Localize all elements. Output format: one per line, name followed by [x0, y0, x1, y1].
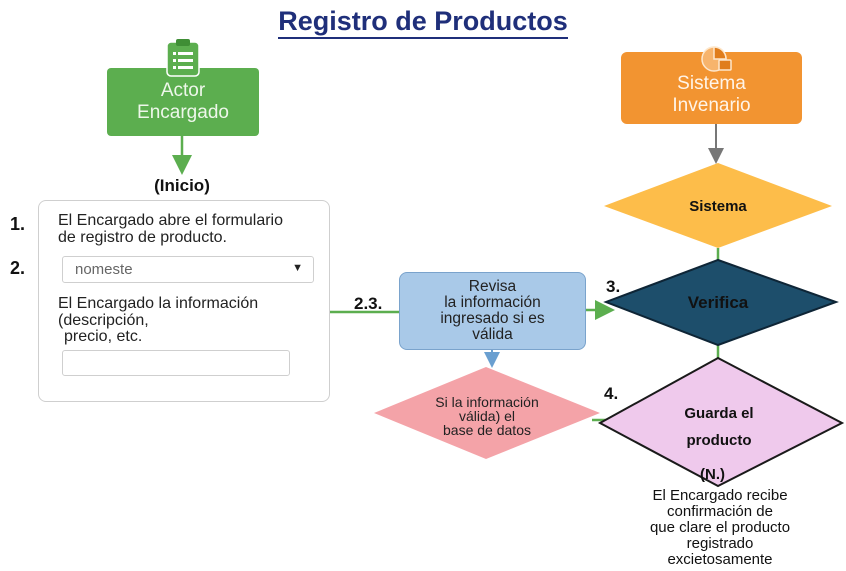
product-select[interactable]: nomeste ▼: [62, 256, 314, 283]
review-line2: la información: [444, 294, 541, 311]
system-label-line1: Sistema: [677, 73, 746, 94]
verifica-label: Verifica: [687, 293, 749, 312]
chevron-down-icon: ▼: [292, 262, 303, 274]
db-line1: Si la información: [435, 394, 539, 410]
review-line4: válida: [472, 326, 513, 343]
info-text-line1: El Encargado la información: [58, 295, 259, 312]
info-text-line3: precio, etc.: [64, 328, 143, 345]
db-line3: base de datos: [443, 422, 531, 438]
actor-label-line1: Actor: [160, 80, 206, 101]
guarda-line2: producto: [686, 432, 752, 449]
review-line3: ingresado si es: [440, 310, 545, 327]
guarda-diamond: [597, 356, 845, 488]
actor-label-line2: Encargado: [137, 102, 229, 123]
clipboard-list-icon: [166, 39, 200, 77]
guarda-diamond-text: Guarda el producto: [654, 400, 784, 454]
page-title-text: Registro de Productos: [278, 6, 568, 39]
step-3-number: 3.: [606, 277, 621, 296]
confirmation-text: El Encargado recibe confirmación de que …: [620, 488, 820, 568]
confirmation-line5: excietosamente: [667, 551, 773, 568]
verifica-diamond: [603, 258, 839, 347]
guarda-line1: Guarda el: [684, 405, 754, 422]
step-2-number: 2.: [10, 258, 26, 278]
confirmation-line1: El Encargado recibe: [652, 487, 788, 504]
db-diamond: [374, 367, 600, 459]
review-line1: Revisa: [468, 278, 517, 295]
confirmation-line2: confirmación de: [667, 503, 773, 520]
end-label-partial: (N.): [700, 466, 725, 483]
step-1-text-line2: de registro de producto.: [58, 229, 227, 246]
confirmation-line4: registrado: [686, 535, 754, 552]
info-text-line2: (descripción,: [58, 312, 149, 329]
step-1-text-line1: El Encargado abre el formulario: [58, 212, 284, 229]
sistema-label: Sistema: [689, 198, 747, 215]
db-line2: válida) el: [458, 408, 516, 424]
product-info-input[interactable]: [62, 350, 290, 376]
system-label-line2: Invenario: [672, 95, 751, 116]
review-box: Revisa la información ingresado si es vá…: [399, 272, 586, 350]
db-diamond-text: Si la información válida) el base de dat…: [404, 395, 570, 437]
start-label: (Inicio): [154, 176, 210, 195]
step-4-number: 4.: [604, 384, 619, 403]
confirmation-line3: que clare el producto: [649, 519, 791, 536]
step-1-number: 1.: [10, 214, 26, 234]
step-2-3-number: 2.3.: [354, 294, 383, 313]
chart-pie-icon: [701, 46, 732, 72]
actor-encargado-box: Actor Encargado: [107, 68, 259, 136]
sistema-diamond: [604, 163, 832, 248]
page-title: Registro de Productos: [0, 6, 846, 39]
product-select-value: nomeste: [75, 261, 133, 278]
